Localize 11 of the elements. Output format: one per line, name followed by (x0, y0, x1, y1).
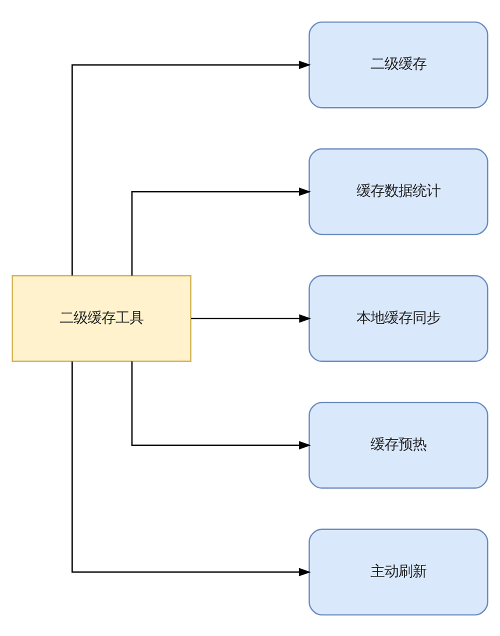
arrow (131, 360, 311, 449)
arrow (72, 60, 311, 275)
node-box: 本地缓存同步 (308, 274, 488, 362)
node-box: 缓存数据统计 (308, 148, 488, 235)
arrow (72, 361, 311, 576)
node-box: 二级缓存工具 (12, 274, 192, 362)
node-box: 缓存预热 (308, 401, 488, 488)
node-box: 主动刷新 (308, 528, 488, 616)
arrow (131, 187, 311, 276)
arrow (191, 314, 312, 322)
node-box: 二级缓存 (308, 20, 488, 108)
